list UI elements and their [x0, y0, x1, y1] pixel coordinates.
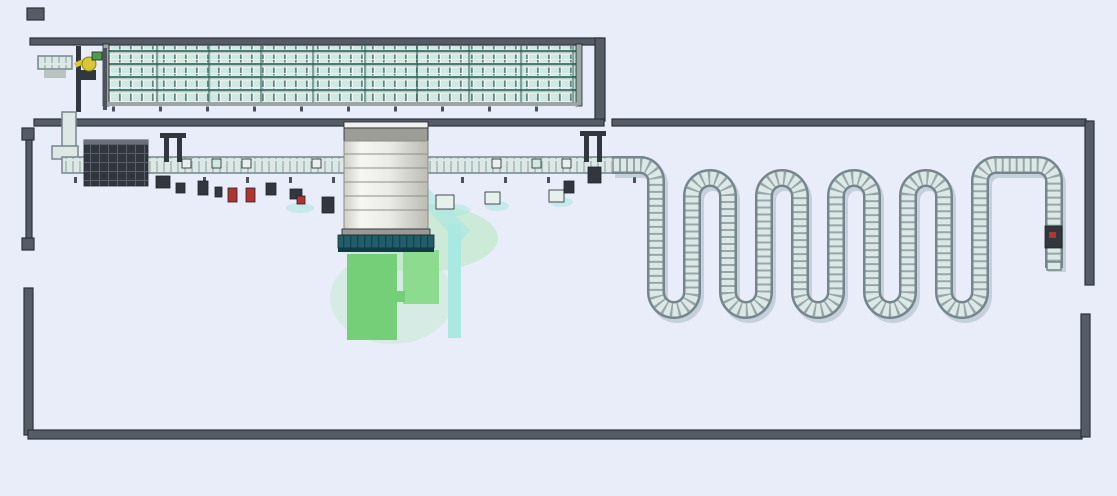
equipment-unit-red: [227, 187, 238, 203]
gantry-frame-left: [160, 133, 186, 162]
wall-mid-right: [611, 118, 1087, 127]
gantry-frame-right: [580, 131, 606, 162]
accumulation-table-grid: [84, 140, 148, 186]
pallet-rack: [102, 43, 583, 112]
tower-top-band: [343, 127, 429, 142]
discharge-station: [1044, 225, 1063, 271]
wall-bottom: [27, 429, 1083, 440]
rack-bottom-rail: [106, 102, 578, 106]
floor-cyan-strip: [448, 224, 461, 338]
wall-left-lower-cap: [21, 237, 35, 251]
tower-seam-lines: [344, 153, 428, 211]
rack-end-cap-right: [575, 43, 583, 107]
gantry-leg: [177, 136, 182, 162]
robot-body: [81, 56, 97, 72]
wall-top: [29, 37, 603, 46]
tower-bottom-rim: [341, 228, 431, 236]
product-box: [241, 158, 252, 169]
equipment-unit-dark: [265, 182, 277, 196]
gantry-crossbar: [160, 133, 186, 138]
equipment-unit-dark: [321, 196, 335, 214]
equipment-unit-red: [296, 195, 306, 205]
product-box: [491, 158, 502, 169]
floor-green-block-right: [403, 250, 439, 304]
equipment-unit-dark: [197, 180, 209, 196]
gantry-crossbar: [580, 131, 606, 136]
wall-top-right-vertical: [594, 37, 606, 122]
wall-right-bottom: [1080, 313, 1091, 438]
floor-green-block-left: [347, 254, 397, 340]
gantry-leg: [164, 136, 169, 162]
equipment-unit-light: [548, 189, 565, 203]
wall-top-left-block: [26, 7, 45, 21]
floor-green-connector: [395, 291, 405, 302]
walls: [21, 7, 1095, 440]
product-box: [181, 158, 192, 169]
wall-left-upper-cap: [21, 127, 35, 141]
gantry-leg: [597, 134, 602, 162]
wall-left-bottom: [23, 287, 34, 436]
equipment-unit-dark: [175, 182, 186, 194]
discharge-indicator: [1049, 232, 1056, 238]
wall-mid-left: [33, 118, 605, 127]
product-box: [311, 158, 322, 169]
tower-top-rim: [343, 121, 429, 129]
serpentine-conveyor: [612, 156, 1066, 323]
discharge-end-plate: [1046, 261, 1062, 271]
rack-posts-overlay: [108, 44, 576, 104]
serpentine-rollers: [612, 158, 1061, 317]
wall-left-upper: [25, 139, 33, 241]
wall-far-right: [1084, 120, 1095, 286]
robot-base: [80, 70, 96, 80]
tower-base-grid: [338, 235, 434, 248]
inline-equipment: [155, 166, 602, 214]
gantry-leg: [584, 134, 589, 162]
equipment-unit-dark: [289, 188, 303, 200]
station-frame-pole-right: [103, 48, 107, 110]
tower-base-lip: [338, 248, 434, 252]
equipment-unit-dark: [214, 186, 223, 198]
infeed-stub-conveyor: [37, 55, 73, 70]
product-boxes: [181, 158, 572, 169]
equipment-unit-dark: [587, 166, 602, 184]
product-box: [561, 158, 572, 169]
equipment-unit-dark: [563, 180, 575, 194]
robot-infeed-station: [37, 46, 107, 160]
product-box: [531, 158, 542, 169]
equipment-unit-light: [484, 191, 501, 205]
equipment-unit-dark: [155, 175, 171, 189]
station-frame-pole-left: [76, 46, 81, 112]
floor-shadow: [286, 203, 314, 213]
station-tray: [44, 70, 66, 78]
equipment-unit-light: [435, 194, 455, 210]
equipment-unit-red: [245, 187, 256, 203]
accumulation-table-edge: [84, 140, 148, 144]
robot-gripper-head: [91, 51, 103, 61]
product-box: [211, 158, 222, 169]
accumulator-tower: [337, 121, 435, 252]
